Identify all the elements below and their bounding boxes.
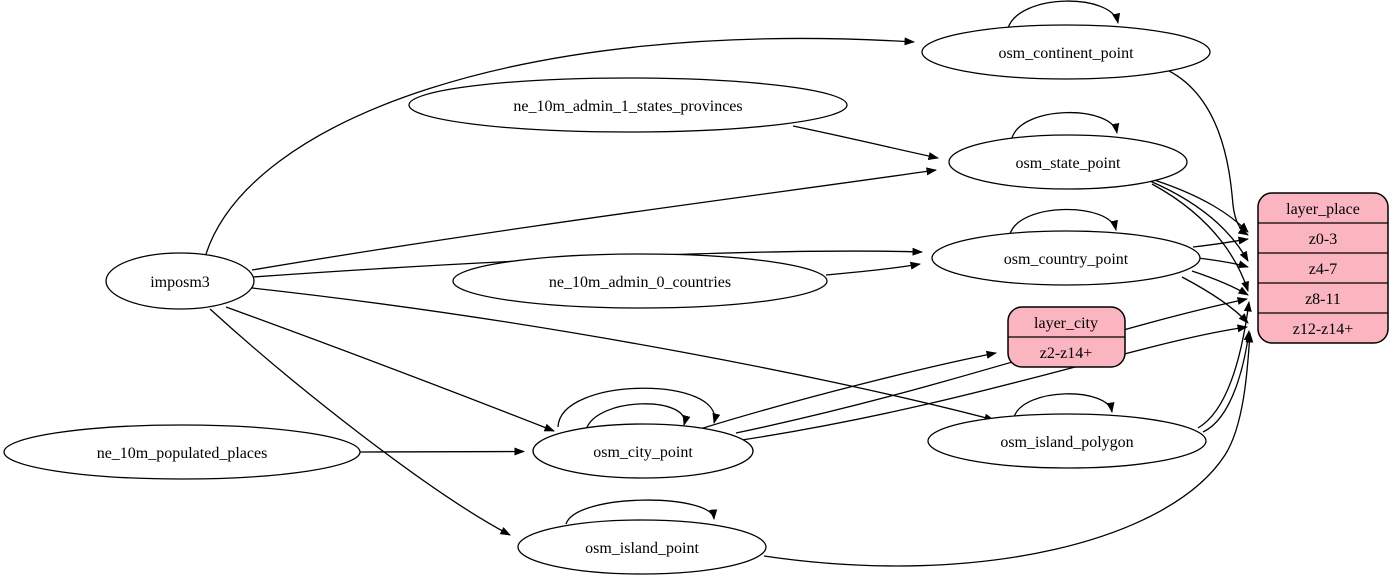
edge-imposm3-osm_state_point [251,167,937,271]
node-osm_island_polygon-label: osm_island_polygon [1000,434,1133,451]
node-osm_country_point-label: osm_country_point [1004,251,1129,268]
edge-osm_city_point-layer_place-z8 [735,297,1248,434]
edge-ne_10m_populated_places-osm_city_point [359,447,525,456]
edge-osm_city_point-layer_place-z12 [741,324,1248,441]
node-ne_10m_populated_places-label: ne_10m_populated_places [97,445,268,462]
node-osm_island_point: osm_island_point [517,519,767,575]
edge-imposm3-osm_island_polygon [251,287,995,422]
record-layer_city-title: layer_city [1034,315,1098,332]
edge-osm_country_point-layer_place-z4 [1197,257,1249,269]
node-osm_country_point-shape [931,230,1201,286]
node-ne_10m_admin_0_countries: ne_10m_admin_0_countries [452,253,828,309]
edge-imposm3-osm_city_point [225,306,555,432]
node-osm_country_point: osm_country_point [931,230,1201,286]
node-osm_island_polygon-shape [927,413,1207,469]
edge-imposm3-osm_island_point [209,308,511,536]
node-imposm3-shape [105,252,255,310]
record-layer_place-title: layer_place [1286,201,1360,218]
record-layer_place-row-z8: z8-11 [1305,291,1341,308]
node-osm_continent_point-shape [921,24,1211,80]
node-osm_island_point-shape [517,519,767,575]
record-layer_place-row-z12: z12-z14+ [1293,321,1354,338]
edge-osm_country_point-layer_place-z8 [1191,270,1249,296]
edge-osm_state_point-layer_place-z0 [1147,177,1249,233]
selfloop-osm_continent_point [1007,0,1121,29]
node-osm_state_point: osm_state_point [948,134,1188,190]
edge-osm_island_polygon-layer_place-z12 [1202,330,1252,433]
node-osm_city_point-shape [532,423,754,479]
record-layer_city: layer_city z2-z14+ [1007,306,1126,368]
edge-osm_country_point-layer_place-z0 [1192,236,1249,248]
node-osm_state_point-label: osm_state_point [1016,155,1121,172]
edge-osm_country_point-layer_place-z12 [1181,276,1249,324]
edge-osm_state_point-layer_place-z8 [1151,183,1249,292]
selfloop-osm_island_polygon [1013,393,1115,418]
node-imposm3-label: imposm3 [150,274,210,291]
node-osm_city_point: osm_city_point [532,423,754,479]
selfloop-osm_city_point-inner [585,403,691,431]
node-ne_10m_admin_1_states_provinces-label: ne_10m_admin_1_states_provinces [513,98,742,115]
node-ne_10m_populated_places: ne_10m_populated_places [3,424,361,480]
selfloop-osm_city_point-outer [557,387,721,428]
node-osm_continent_point: osm_continent_point [921,24,1211,80]
record-layer_city-row-z2: z2-z14+ [1040,345,1093,362]
edge-ne_10m_admin_0_countries-osm_country_point [825,261,921,276]
node-ne_10m_admin_0_countries-shape [452,253,828,309]
record-layer_place: layer_place z0-3 z4-7 z8-11 z12-z14+ [1257,192,1389,344]
selfloop-osm_state_point [1011,111,1120,139]
node-osm_island_polygon: osm_island_polygon [927,413,1207,469]
node-imposm3: imposm3 [105,252,255,310]
record-layer_place-shape [1257,192,1389,344]
selfloop-osm_island_point [565,499,718,525]
selfloop-osm_country_point [1009,208,1118,235]
edge-osm_city_point-layer_city-z2 [699,350,997,430]
node-osm_city_point-label: osm_city_point [593,444,693,461]
node-ne_10m_admin_1_states_provinces-shape [408,77,848,133]
node-osm_island_point-label: osm_island_point [585,540,699,557]
node-osm_continent_point-label: osm_continent_point [998,45,1134,62]
edge-ne_10m_admin_1_states_provinces-osm_state_point [792,125,939,160]
node-ne_10m_admin_0_countries-label: ne_10m_admin_0_countries [549,274,731,291]
node-osm_state_point-shape [948,134,1188,190]
edge-osm_island_point-layer_place-z12 [763,332,1254,567]
edge-osm_state_point-layer_place-z4 [1149,180,1249,262]
edge-osm_island_polygon-layer_place-z8 [1197,301,1252,429]
record-layer_place-row-z4: z4-7 [1309,261,1337,278]
node-ne_10m_admin_1_states_provinces: ne_10m_admin_1_states_provinces [408,77,848,133]
node-ne_10m_populated_places-shape [3,424,361,480]
edge-imposm3-osm_continent_point [205,37,915,255]
record-layer_place-row-z0: z0-3 [1309,231,1337,248]
